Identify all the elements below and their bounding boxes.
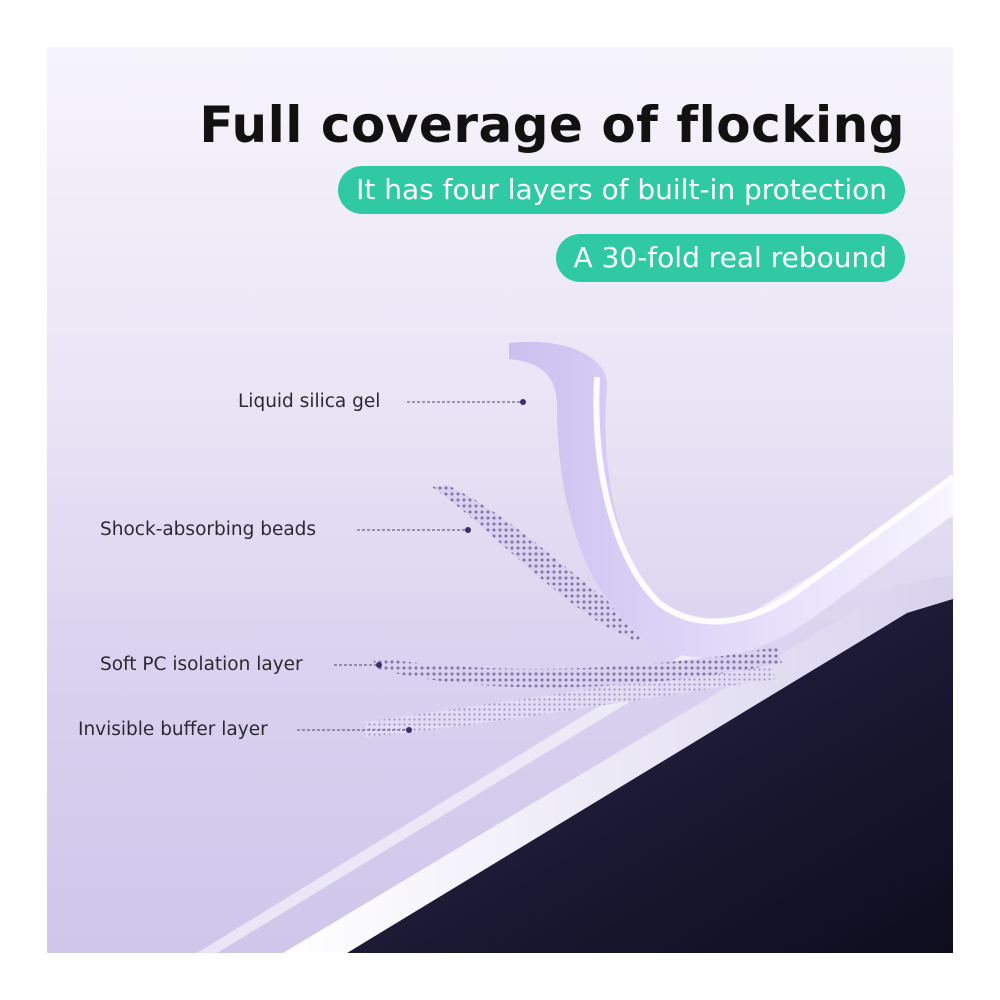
buffer-layer [365,662,777,737]
leader-lines [297,401,523,731]
pc-isolation-layer [372,647,782,688]
headline: Full coverage of flocking [199,96,905,154]
marker-dot [406,727,412,733]
layer-label-pc-isolation: Soft PC isolation layer [100,654,303,675]
layer-label-silica-gel: Liquid silica gel [238,391,381,412]
marker-dot [520,399,526,405]
layer-label-shock-beads: Shock-absorbing beads [100,519,317,540]
marker-dot [465,527,471,533]
liquid-silica-gel [509,341,953,658]
device-edge [283,575,953,953]
product-panel: Full coverage of flocking It has four la… [47,47,953,953]
feature-badge-layers: It has four layers of built-in protectio… [338,166,905,214]
feature-badge-rebound: A 30-fold real rebound [555,234,905,282]
layer-label-buffer: Invisible buffer layer [78,719,268,740]
marker-dot [376,662,382,668]
device-screen [347,595,953,953]
shock-absorbing-beads [432,485,647,642]
phone-case-illustration [197,341,953,953]
